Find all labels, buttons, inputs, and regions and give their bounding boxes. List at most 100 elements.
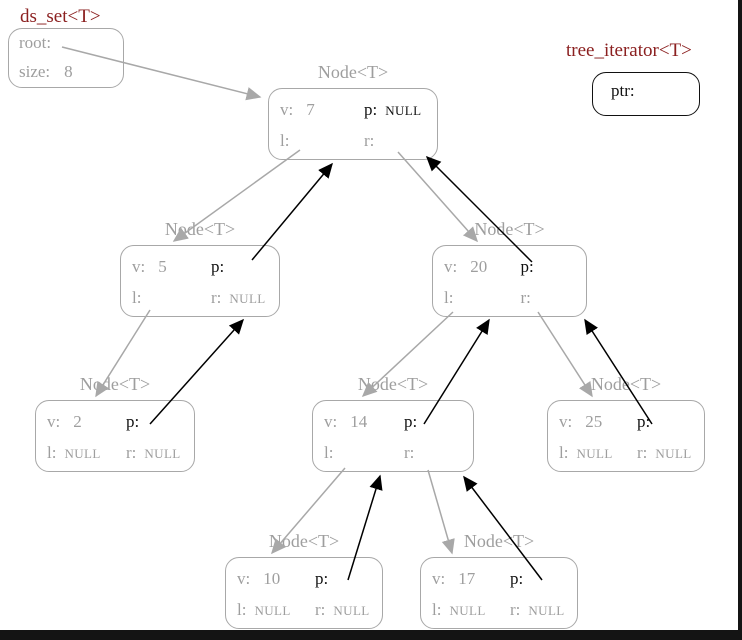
right-label: r:: [315, 599, 326, 619]
node-row-top: v: 10 p:: [226, 563, 382, 594]
left-label: l:: [237, 599, 247, 619]
node-row-top: v: 5 p:: [121, 251, 279, 282]
node-type-label: Node<T>: [268, 531, 340, 551]
value: 2: [73, 411, 82, 431]
right-label: r:: [637, 442, 648, 462]
node-box: v: 14 p: l: r:: [312, 400, 474, 472]
parent-field: p:: [393, 412, 473, 432]
window-bottom-bar: [0, 630, 742, 640]
value-field: v: 25: [548, 412, 626, 432]
value: 14: [350, 411, 368, 431]
left-field: l: NULL: [548, 443, 626, 463]
right-value: NULL: [144, 445, 181, 461]
parent-field: p: NULL: [353, 100, 437, 120]
parent-label: p:: [404, 411, 418, 431]
parent-field: p:: [499, 569, 577, 589]
value-label: v:: [444, 256, 458, 276]
left-field: l: NULL: [421, 600, 499, 620]
right-field: r: NULL: [626, 443, 704, 463]
set-box: root: size: 8: [8, 28, 124, 88]
left-value: NULL: [64, 445, 101, 461]
value: 20: [470, 256, 488, 276]
node-row-bottom: l: r: NULL: [121, 282, 279, 313]
node-row-bottom: l: NULL r: NULL: [226, 594, 382, 625]
node-box: v: 7 p: NULL l: r:: [268, 88, 438, 160]
node-box: v: 17 p: l: NULL r: NULL: [420, 557, 578, 629]
node-row-bottom: l: NULL r: NULL: [421, 594, 577, 625]
value-label: v:: [280, 99, 294, 119]
node-14: Node<T> v: 14 p: l: r:: [312, 374, 474, 472]
left-label: l:: [444, 287, 454, 307]
node-type-label: Node<T>: [164, 219, 236, 239]
right-value: NULL: [528, 602, 565, 618]
node-7: Node<T> v: 7 p: NULL l: r:: [268, 62, 438, 160]
right-field: r: NULL: [115, 443, 194, 463]
left-label: l:: [280, 130, 290, 150]
right-label: r:: [126, 442, 137, 462]
parent-label: p:: [520, 256, 534, 276]
left-label: l:: [559, 442, 569, 462]
right-label: r:: [404, 442, 415, 462]
parent-label: p:: [364, 99, 378, 119]
node-box: v: 5 p: l: r: NULL: [120, 245, 280, 317]
right-field: r: NULL: [200, 288, 279, 308]
node-box: v: 25 p: l: NULL r: NULL: [547, 400, 705, 472]
left-label: l:: [132, 287, 142, 307]
value-field: v: 2: [36, 412, 115, 432]
node-20: Node<T> v: 20 p: l: r:: [432, 219, 587, 317]
root-label: root:: [19, 33, 52, 52]
right-label: r:: [211, 287, 222, 307]
value-label: v:: [237, 568, 251, 588]
node-box: v: 20 p: l: r:: [432, 245, 587, 317]
right-label: r:: [364, 130, 375, 150]
node-row-top: v: 20 p:: [433, 251, 586, 282]
left-field: l:: [269, 131, 353, 151]
node-box: v: 10 p: l: NULL r: NULL: [225, 557, 383, 629]
node-type-label: Node<T>: [474, 219, 545, 239]
ptr-label: ptr:: [611, 81, 635, 100]
value: 7: [306, 99, 315, 119]
value-field: v: 14: [313, 412, 393, 432]
parent-field: p:: [510, 257, 587, 277]
iterator-title: tree_iterator<T>: [566, 40, 692, 61]
value-label: v:: [47, 411, 61, 431]
value-label: v:: [132, 256, 146, 276]
value-label: v:: [324, 411, 338, 431]
node-row-bottom: l: r:: [313, 437, 473, 468]
node-row-bottom: l: r:: [433, 282, 586, 313]
right-value: NULL: [229, 290, 266, 306]
value: 10: [263, 568, 281, 588]
node-10: Node<T> v: 10 p: l: NULL r: NU: [225, 531, 383, 629]
node-2: Node<T> v: 2 p: l: NULL r: NUL: [35, 374, 195, 472]
node-row-top: v: 14 p:: [313, 406, 473, 437]
set-title: ds_set<T>: [20, 6, 101, 27]
right-field: r:: [510, 288, 587, 308]
left-field: l: NULL: [226, 600, 304, 620]
node-row-top: v: 25 p:: [548, 406, 704, 437]
node-5: Node<T> v: 5 p: l: r: NULL: [120, 219, 280, 317]
node-17: Node<T> v: 17 p: l: NULL r: NU: [420, 531, 578, 629]
node-row-top: v: 2 p:: [36, 406, 194, 437]
value-label: v:: [559, 411, 573, 431]
node-type-label: Node<T>: [590, 374, 662, 394]
node-type-label: Node<T>: [317, 62, 389, 82]
left-field: l: NULL: [36, 443, 115, 463]
node-row-bottom: l: NULL r: NULL: [36, 437, 194, 468]
parent-field: p:: [626, 412, 704, 432]
value-field: v: 17: [421, 569, 499, 589]
value-field: v: 7: [269, 100, 353, 120]
node-type-label: Node<T>: [463, 531, 535, 551]
node-box: v: 2 p: l: NULL r: NULL: [35, 400, 195, 472]
value: 5: [158, 256, 167, 276]
right-field: r:: [393, 443, 473, 463]
parent-field: p:: [200, 257, 279, 277]
left-value: NULL: [576, 445, 613, 461]
parent-label: p:: [315, 568, 329, 588]
node-type-label: Node<T>: [357, 374, 429, 394]
left-label: l:: [324, 442, 334, 462]
value: 17: [458, 568, 476, 588]
left-label: l:: [47, 442, 57, 462]
parent-label: p:: [126, 411, 140, 431]
value-label: v:: [432, 568, 446, 588]
right-field: r:: [353, 131, 437, 151]
